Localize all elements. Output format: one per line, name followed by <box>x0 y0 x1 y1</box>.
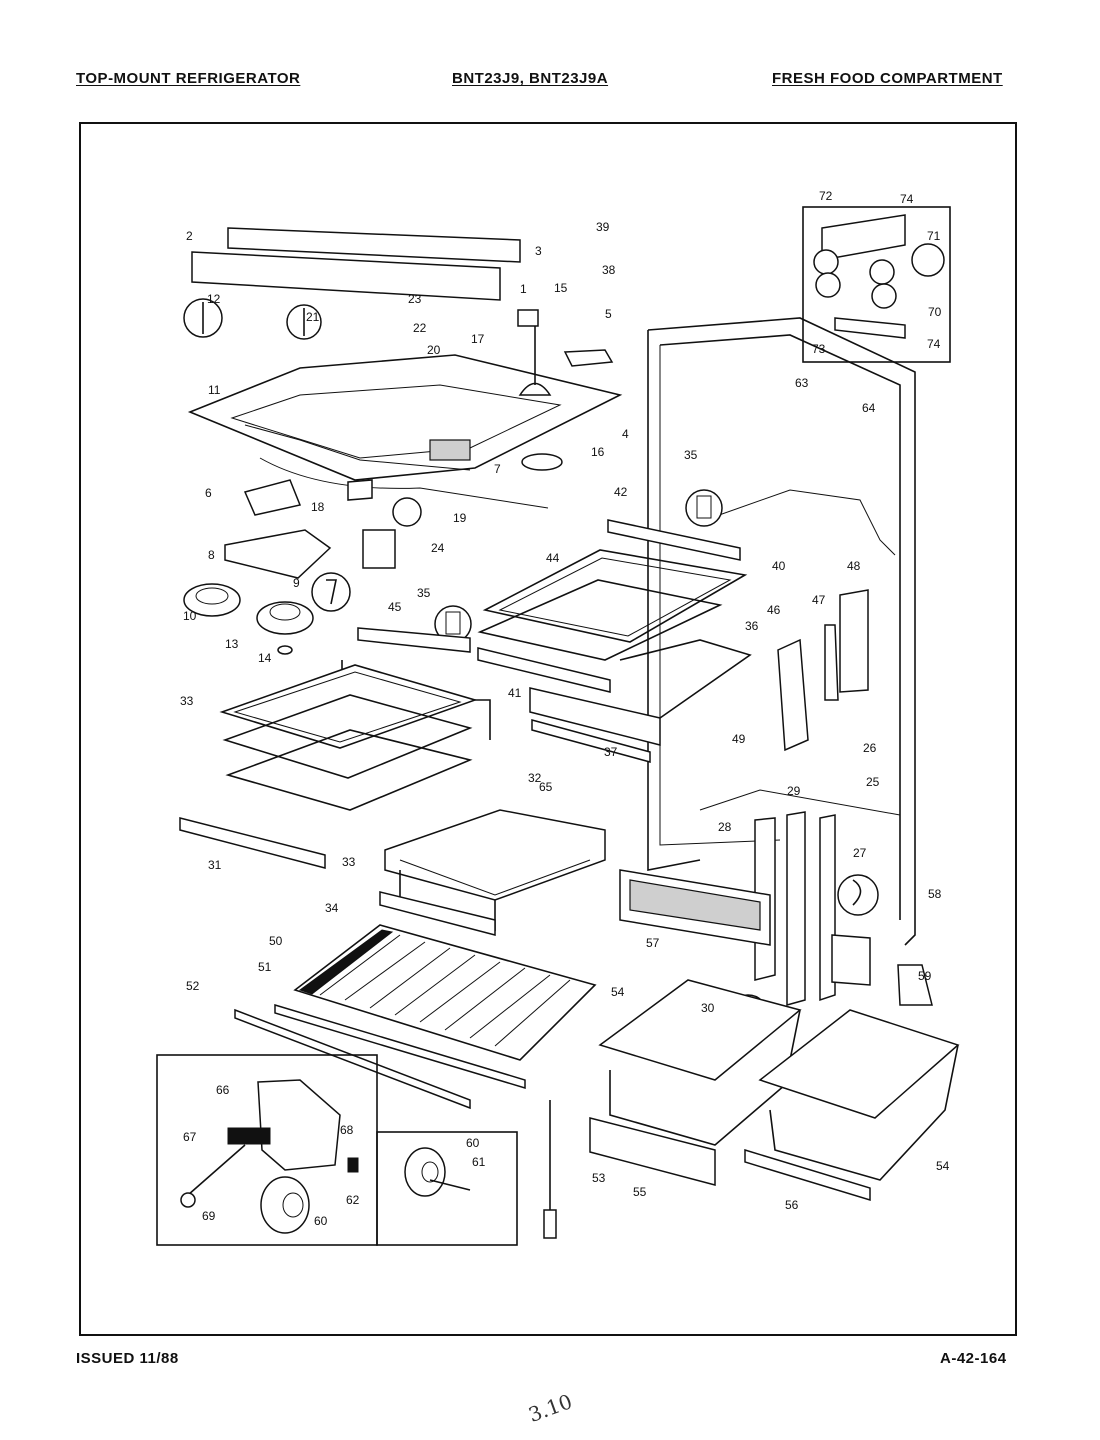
callout-49: 49 <box>732 732 746 746</box>
callout-24: 24 <box>431 541 445 555</box>
callout-14: 14 <box>258 651 272 665</box>
callout-1: 1 <box>520 282 527 296</box>
callout-12: 12 <box>207 292 221 306</box>
callout-36: 36 <box>745 619 759 633</box>
issued-date: ISSUED 11/88 <box>76 1350 179 1367</box>
callout-16: 16 <box>591 445 605 459</box>
callout-39: 39 <box>596 220 610 234</box>
callout-44: 44 <box>546 551 560 565</box>
callout-34: 34 <box>325 901 339 915</box>
callout-32: 32 <box>528 771 542 785</box>
callout-73: 73 <box>812 342 826 356</box>
callout-10: 10 <box>183 609 197 623</box>
callout-71: 71 <box>927 229 941 243</box>
callout-31: 31 <box>208 858 222 872</box>
callout-7: 7 <box>494 462 501 476</box>
drawing-code: A-42-164 <box>940 1350 1007 1367</box>
wire-shelf <box>234 924 597 1110</box>
callout-68: 68 <box>340 1123 354 1137</box>
callout-22: 22 <box>413 321 427 335</box>
callout-60: 60 <box>314 1214 328 1228</box>
callout-26: 26 <box>863 741 877 755</box>
callout-30: 30 <box>701 1001 715 1015</box>
callout-65: 65 <box>539 780 553 794</box>
rails-brackets <box>543 589 933 1239</box>
callout-55: 55 <box>633 1185 647 1199</box>
callout-64: 64 <box>862 401 876 415</box>
callout-67: 67 <box>183 1130 197 1144</box>
callout-25: 25 <box>866 775 880 789</box>
callout-45: 45 <box>388 600 402 614</box>
callout-27: 27 <box>853 846 867 860</box>
callout-48: 48 <box>847 559 861 573</box>
callout-9: 9 <box>293 576 300 590</box>
callout-38: 38 <box>602 263 616 277</box>
callout-66: 66 <box>216 1083 230 1097</box>
callout-11: 11 <box>208 383 221 397</box>
callout-15: 15 <box>554 281 568 295</box>
callout-53: 53 <box>592 1171 606 1185</box>
roller-inset <box>156 1054 518 1246</box>
callout-29: 29 <box>787 784 801 798</box>
callout-2: 2 <box>186 229 193 243</box>
callout-74: 74 <box>927 337 941 351</box>
callout-5: 5 <box>605 307 612 321</box>
left-shelves <box>179 627 491 869</box>
callout-13: 13 <box>225 637 239 651</box>
crisper-pans <box>379 809 960 1202</box>
callout-20: 20 <box>427 343 441 357</box>
callout-51: 51 <box>258 960 272 974</box>
callout-21: 21 <box>306 310 320 324</box>
callout-40: 40 <box>772 559 786 573</box>
callout-74: 74 <box>900 192 914 206</box>
right-shelves <box>477 519 752 763</box>
callout-23: 23 <box>408 292 422 306</box>
callout-28: 28 <box>718 820 732 834</box>
callout-18: 18 <box>311 500 325 514</box>
diagram-frame <box>79 122 1017 1336</box>
callout-35: 35 <box>417 586 431 600</box>
callout-33: 33 <box>342 855 356 869</box>
callout-59: 59 <box>918 969 932 983</box>
callout-56: 56 <box>785 1198 799 1212</box>
callout-37: 37 <box>604 745 618 759</box>
callout-35: 35 <box>684 448 698 462</box>
callout-69: 69 <box>202 1209 216 1223</box>
callout-62: 62 <box>346 1193 360 1207</box>
callout-61: 61 <box>472 1155 486 1169</box>
top-control-assembly <box>187 227 623 509</box>
callout-3: 3 <box>535 244 542 258</box>
callout-46: 46 <box>767 603 781 617</box>
detail-circles <box>183 298 879 1036</box>
header-model-numbers: BNT23J9, BNT23J9A <box>452 70 609 87</box>
callout-8: 8 <box>208 548 215 562</box>
callout-57: 57 <box>646 936 660 950</box>
callout-54: 54 <box>936 1159 950 1173</box>
callout-58: 58 <box>928 887 942 901</box>
callout-70: 70 <box>928 305 942 319</box>
callout-54: 54 <box>611 985 625 999</box>
cabinet-liner <box>647 317 916 946</box>
header-title: TOP-MOUNT REFRIGERATOR <box>76 70 301 87</box>
callout-52: 52 <box>186 979 200 993</box>
callout-41: 41 <box>508 686 522 700</box>
door-rack-inset <box>802 206 951 363</box>
callout-labels: 1234567891011121314151617181920212223242… <box>180 189 950 1228</box>
electrical-parts <box>183 479 422 655</box>
callout-72: 72 <box>819 189 833 203</box>
callout-47: 47 <box>812 593 826 607</box>
callout-17: 17 <box>471 332 485 346</box>
callout-4: 4 <box>622 427 629 441</box>
callout-60: 60 <box>466 1136 480 1150</box>
header-section: FRESH FOOD COMPARTMENT <box>772 70 1003 87</box>
callout-50: 50 <box>269 934 283 948</box>
callout-6: 6 <box>205 486 212 500</box>
callout-33: 33 <box>180 694 194 708</box>
callout-19: 19 <box>453 511 467 525</box>
callout-42: 42 <box>614 485 628 499</box>
callout-63: 63 <box>795 376 809 390</box>
